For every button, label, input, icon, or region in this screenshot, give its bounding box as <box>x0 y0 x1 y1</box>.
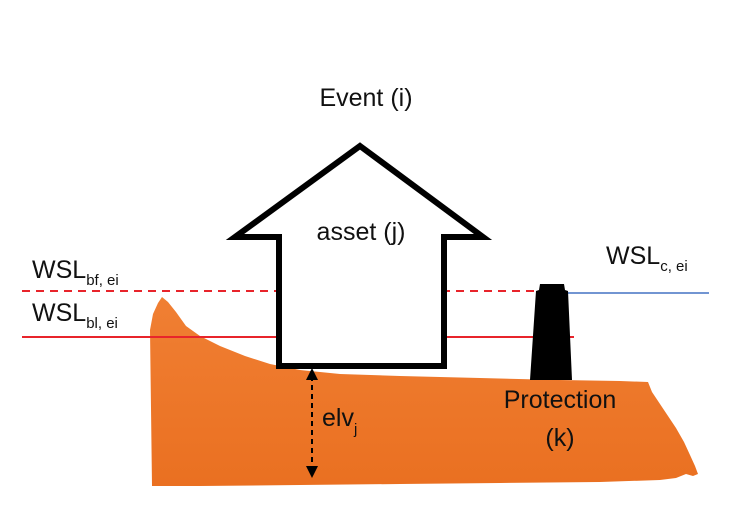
wsl-bf-label: WSLbf, ei <box>32 256 119 289</box>
protection-label-line1: Protection <box>504 386 617 414</box>
wsl-c-label: WSLc, ei <box>606 242 688 275</box>
elevation-arrow-bottom <box>306 466 318 478</box>
wsl-bl-label: WSLbl, ei <box>32 299 118 332</box>
ground-terrain <box>150 297 698 486</box>
asset-label: asset (j) <box>317 218 406 246</box>
protection-label-line2: (k) <box>545 424 574 452</box>
event-label: Event (i) <box>319 84 412 112</box>
elevation-arrow-top <box>306 368 318 380</box>
protection-wall <box>530 284 572 380</box>
elevation-label: elvj <box>322 404 357 438</box>
asset-house <box>225 142 493 369</box>
